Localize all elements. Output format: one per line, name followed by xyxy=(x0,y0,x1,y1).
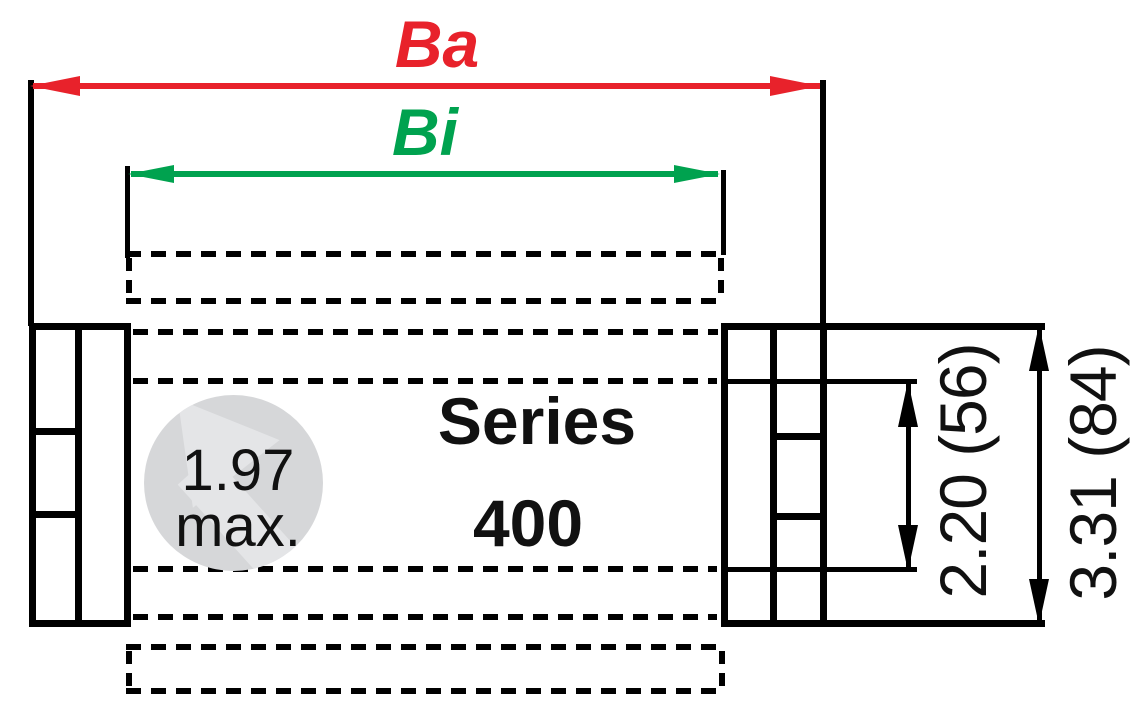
body-dashed-top-edge xyxy=(133,329,718,335)
bi-arrowhead-left-icon xyxy=(128,165,174,183)
top-link-dashed-right xyxy=(718,258,724,298)
right-bracket-divider-lower xyxy=(774,513,827,520)
inner-height-arrowhead-down-icon xyxy=(898,525,918,571)
max-pitch-suffix: max. xyxy=(175,494,301,559)
right-bracket-mid-rib xyxy=(770,323,777,627)
left-bracket-divider-lower xyxy=(29,511,82,518)
max-pitch-value: 1.97 xyxy=(181,438,295,503)
bottom-link-dashed-left xyxy=(126,651,132,688)
bi-extension-line-right xyxy=(721,170,726,255)
inner-height-label: 2.20 (56) xyxy=(926,343,1000,599)
series-title: Series xyxy=(437,384,637,458)
inner-height-extension-top xyxy=(721,379,917,384)
body-dashed-cavity-top xyxy=(133,378,717,384)
bottom-link-dashed-bottom xyxy=(126,688,724,694)
bi-label: Bi xyxy=(392,95,458,169)
outer-height-arrowhead-down-icon xyxy=(1029,579,1049,625)
max-pitch-note: 1.97 max. xyxy=(175,438,301,559)
outer-height-dimension-line xyxy=(1037,328,1042,622)
bi-extension-line-left xyxy=(125,166,130,258)
inner-height-extension-bottom xyxy=(723,567,917,572)
right-bracket-top-and-extension xyxy=(721,323,1045,330)
left-bracket-outer-edge xyxy=(29,323,36,627)
bi-dimension-line xyxy=(131,171,718,177)
ba-extension-line-left xyxy=(28,80,34,326)
top-link-dashed-bottom xyxy=(126,298,724,304)
ba-arrowhead-left-icon xyxy=(30,76,80,96)
inner-height-dimension-line xyxy=(906,383,911,569)
right-bracket-bottom-and-extension xyxy=(721,620,1045,627)
left-bracket-mid-rib xyxy=(75,323,82,627)
inner-height-arrowhead-up-icon xyxy=(898,381,918,427)
top-link-dashed-left xyxy=(126,258,132,298)
ba-label: Ba xyxy=(394,7,480,81)
bottom-link-dashed-right xyxy=(719,651,725,688)
body-dashed-cavity-bottom xyxy=(133,566,717,572)
top-link-dashed-top xyxy=(126,251,724,257)
bottom-link-dashed-top xyxy=(126,644,724,650)
outer-height-label: 3.31 (84) xyxy=(1056,345,1130,601)
watermark-circle xyxy=(144,395,323,571)
series-number: 400 xyxy=(472,486,584,560)
ba-dimension-line xyxy=(33,83,820,89)
left-bracket-divider-upper xyxy=(29,428,82,435)
bi-arrowhead-right-icon xyxy=(674,165,720,183)
right-bracket-outer-edge xyxy=(820,323,827,627)
right-bracket-inner-edge xyxy=(721,323,728,627)
ba-arrowhead-right-icon xyxy=(770,76,820,96)
left-bracket-inner-edge xyxy=(124,323,131,627)
body-dashed-bottom-edge xyxy=(133,614,717,620)
right-bracket-divider-upper xyxy=(774,433,827,440)
ba-extension-line-right xyxy=(820,80,826,326)
outer-height-arrowhead-up-icon xyxy=(1029,325,1049,371)
